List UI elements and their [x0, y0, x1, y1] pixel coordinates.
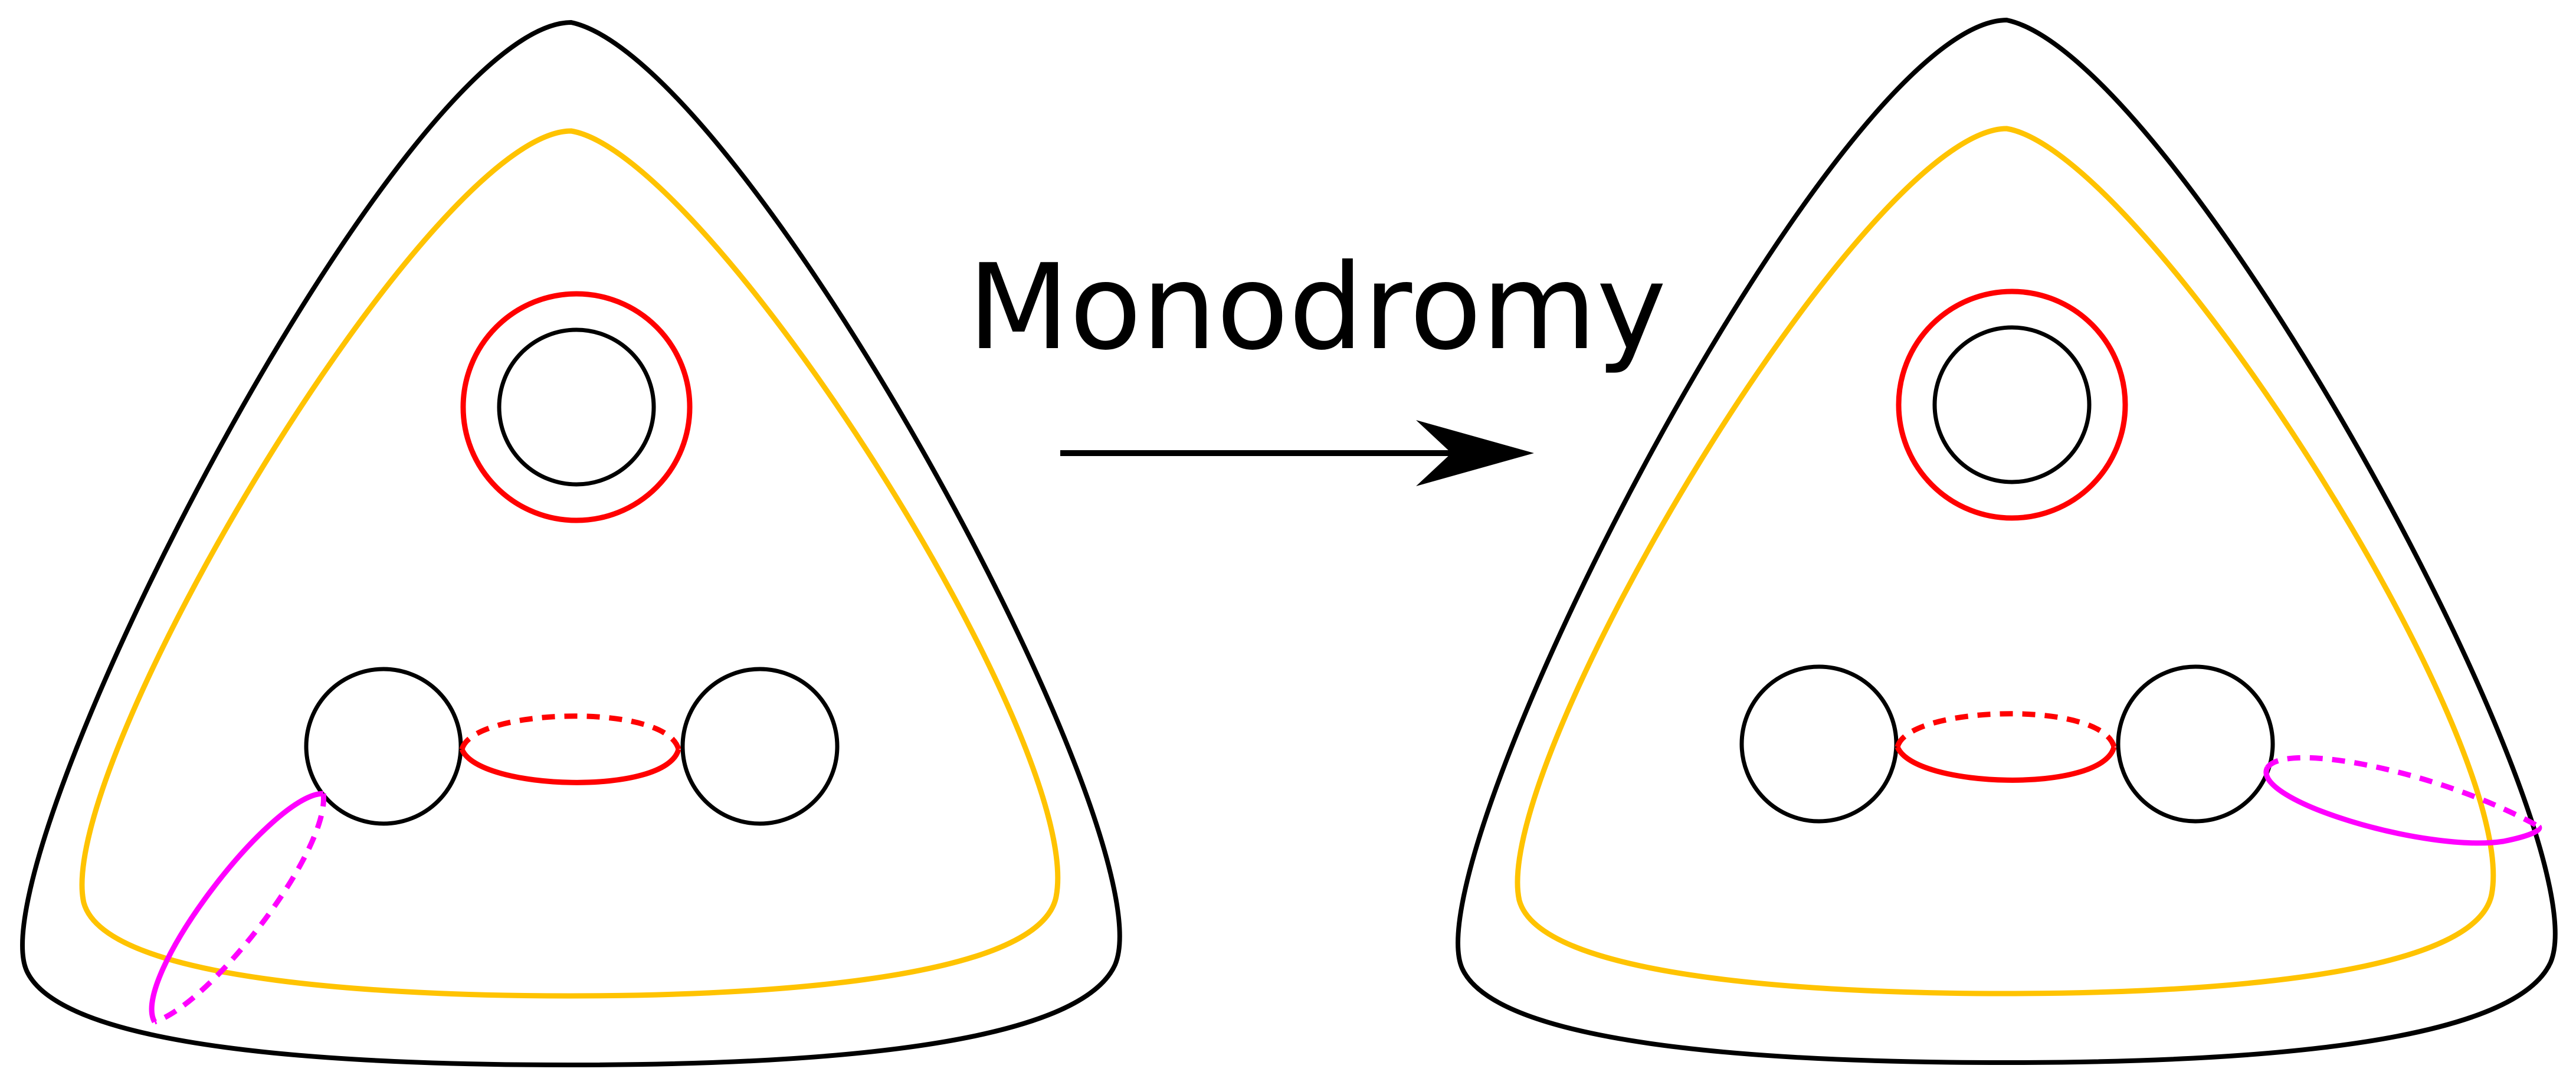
magenta-loop-back — [153, 793, 326, 1025]
surface-before — [20, 19, 1122, 1068]
magenta-loop-front — [149, 791, 324, 1024]
left-hole — [304, 667, 463, 826]
red-loop-front — [1895, 745, 2117, 783]
red-loop-back — [1895, 711, 2117, 748]
magenta-loop-front — [2263, 766, 2542, 846]
right-hole — [2116, 664, 2275, 824]
red-loop-back — [459, 713, 681, 750]
monodromy-arrow-group: Monodromy — [968, 239, 1666, 486]
surface-outline — [20, 19, 1122, 1068]
monodromy-label: Monodromy — [968, 239, 1666, 376]
top-hole — [497, 327, 656, 487]
red-loop-front — [459, 748, 681, 785]
yellow-curve — [79, 128, 1061, 999]
surface-after — [1456, 17, 2558, 1066]
red-loop-top — [1896, 289, 2128, 521]
yellow-curve — [1515, 126, 2496, 997]
surface-outline — [1456, 17, 2558, 1066]
top-hole — [1932, 325, 2092, 484]
left-hole — [1739, 664, 1899, 824]
magenta-loop-back — [2265, 755, 2541, 829]
right-hole — [680, 667, 840, 826]
arrowhead-icon — [1416, 420, 1534, 486]
red-loop-top — [460, 291, 693, 523]
